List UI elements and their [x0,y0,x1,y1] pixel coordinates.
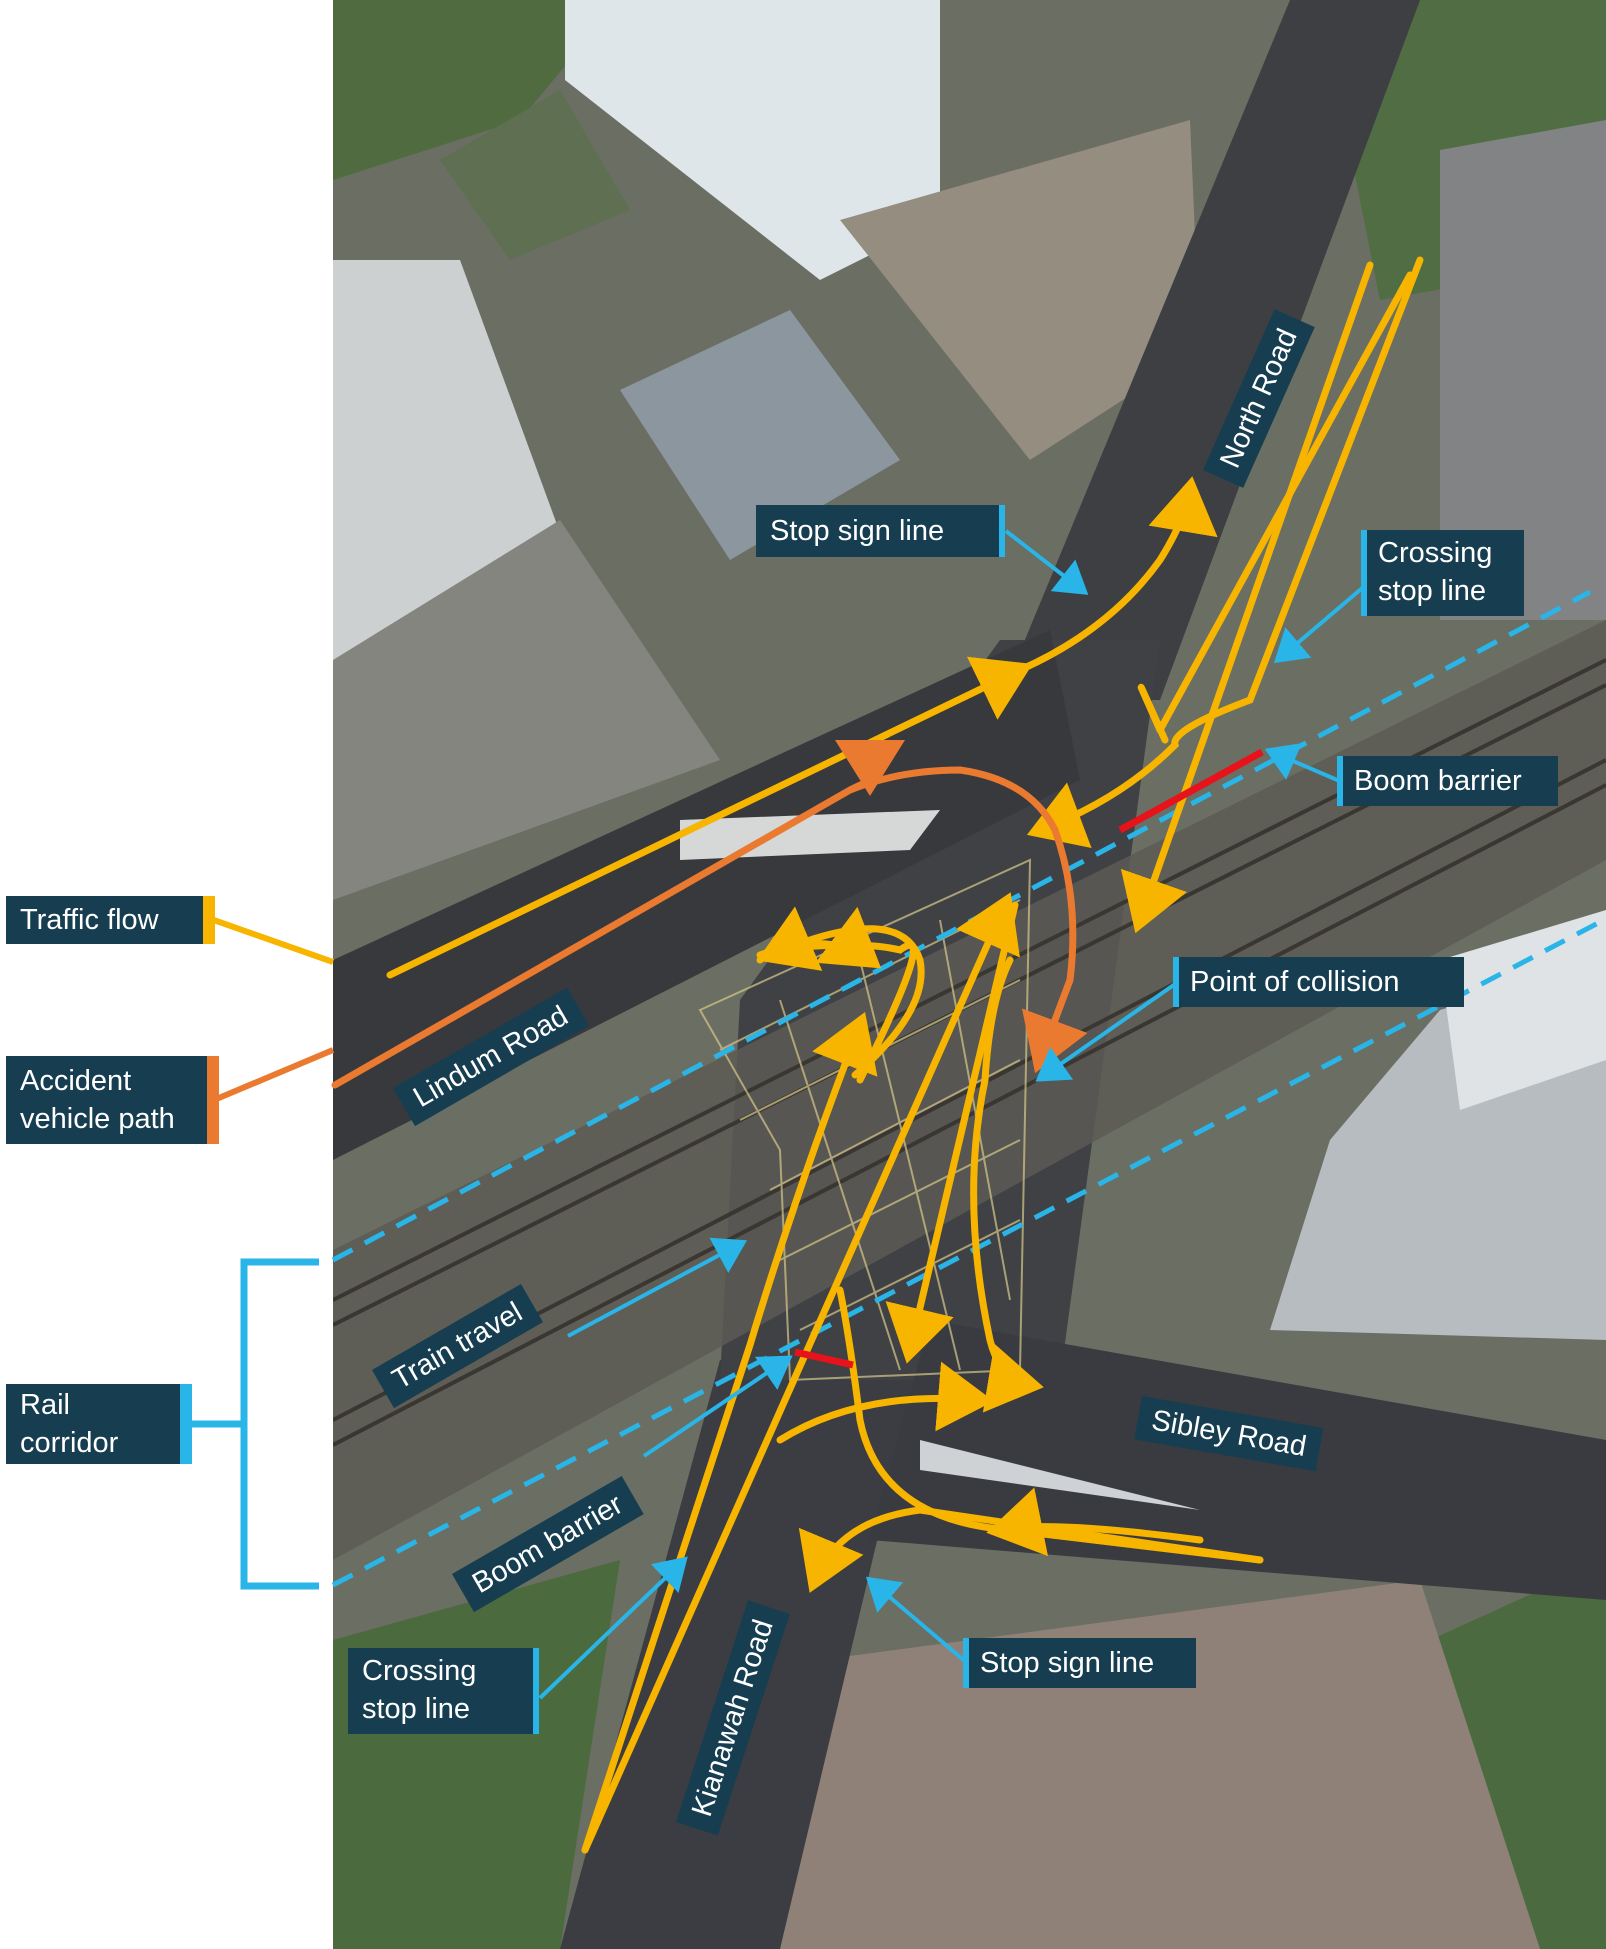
callout-crossing-stop-line-bottom-line2: stop line [362,1693,471,1725]
accident-vehicle-path [331,766,1088,1089]
legend-accident-path-line1: Accident [20,1065,132,1097]
callout-crossing-stop-line-bottom-tab [533,1648,539,1734]
callout-point-of-collision-text: Point of collision [1190,966,1400,998]
legend-accident-path-swatch [207,1056,219,1144]
callout-stop-sign-line-top: Stop sign line [756,505,1002,557]
callout-crossing-stop-line-bottom-line1: Crossing [362,1655,477,1687]
boom-barrier-south [794,1348,854,1369]
callout-stop-sign-line-bottom-text: Stop sign line [980,1647,1155,1679]
rail-corridor-boundary [331,589,1602,1588]
traffic-flow-leader [207,915,334,965]
callout-arrows [538,529,1369,1700]
legend-rail-corridor-line1: Rail [20,1389,70,1421]
legend-rail-corridor-line2: corridor [20,1427,119,1459]
legend-accident-path: Accident vehicle path [6,1056,210,1144]
accident-path-leader [212,1047,335,1103]
callout-stop-sign-line-top-tab [999,505,1005,557]
legend-traffic-flow-swatch [203,896,215,944]
legend-rail-corridor-swatch [180,1384,192,1464]
rail-corridor-bracket [188,1258,319,1590]
callout-point-of-collision-tab [1173,957,1179,1007]
boom-barrier-north [1118,748,1264,834]
callout-crossing-stop-line-top-tab [1361,530,1367,616]
callout-stop-sign-line-bottom: Stop sign line [966,1638,1196,1688]
legend-accident-path-line2: vehicle path [20,1103,175,1135]
traffic-flow-paths [386,256,1424,1854]
callout-stop-sign-line-top-text: Stop sign line [770,515,945,547]
callout-point-of-collision: Point of collision [1176,957,1464,1007]
callout-crossing-stop-line-bottom: Crossing stop line [348,1648,536,1734]
callout-stop-sign-line-bottom-tab [963,1638,969,1688]
legend-rail-corridor: Rail corridor [6,1384,184,1464]
callout-crossing-stop-line-top-line2: stop line [1378,575,1487,607]
callout-crossing-stop-line-top: Crossing stop line [1364,530,1524,616]
callout-crossing-stop-line-top-line1: Crossing [1378,537,1493,569]
callout-boom-barrier-top-text: Boom barrier [1354,765,1522,797]
callout-boom-barrier-top-tab [1337,756,1343,806]
legend-traffic-flow-text: Traffic flow [20,904,159,936]
callout-boom-barrier-top: Boom barrier [1340,756,1558,806]
legend-traffic-flow: Traffic flow [6,896,203,944]
